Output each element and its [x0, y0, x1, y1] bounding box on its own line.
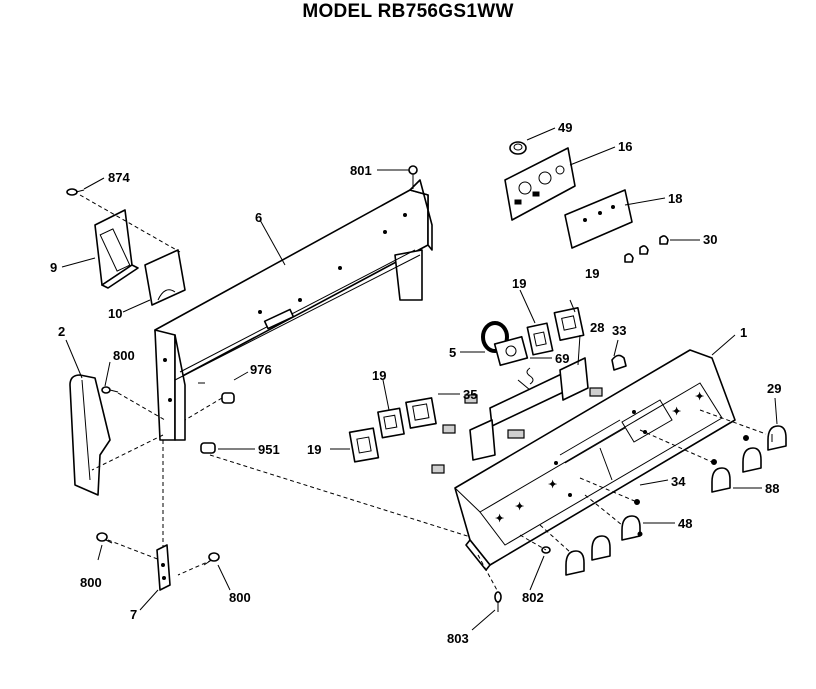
callout-69: 69 [555, 351, 569, 366]
callout-48: 48 [678, 516, 692, 531]
part-5-infinite-switch [481, 321, 529, 367]
callout-803: 803 [447, 631, 469, 646]
part-88-knobs [711, 435, 762, 493]
leader-lines [61, 127, 778, 631]
callout-800-c: 800 [229, 590, 251, 605]
callout-28: 28 [590, 320, 604, 335]
part-16-clock-module [504, 147, 576, 221]
part-48-knobs [565, 515, 643, 576]
part-801-screw [408, 165, 418, 185]
callout-49: 49 [558, 120, 572, 135]
callout-10: 10 [108, 306, 122, 321]
part-19-switch-top-left [526, 322, 554, 356]
svg-text:✦: ✦ [548, 479, 557, 491]
part-951-clip [200, 442, 216, 454]
callout-18: 18 [668, 191, 682, 206]
part-976-clip [221, 392, 235, 404]
part-29-knob [767, 425, 787, 451]
part-6-backguard [154, 179, 433, 441]
part-30-buttons [624, 235, 669, 263]
part-800-screw-a [101, 386, 119, 394]
callout-19-d: 19 [307, 442, 321, 457]
model-title: MODEL RB756GS1WW [302, 1, 514, 22]
callout-801: 801 [350, 163, 372, 178]
part-35-switch [405, 397, 437, 429]
callout-35: 35 [463, 387, 477, 402]
part-7-bracket [156, 544, 171, 591]
callout-976: 976 [250, 362, 272, 377]
part-19-switch-left [348, 427, 380, 463]
callout-2: 2 [58, 324, 65, 339]
callout-874: 874 [108, 170, 130, 185]
callout-9: 9 [50, 260, 57, 275]
part-874-screw [66, 188, 85, 196]
part-9-bracket [94, 209, 139, 289]
part-1-control-panel: ✦ ✦ ✦ ✦ ✦ [454, 349, 736, 571]
callout-16: 16 [618, 139, 632, 154]
part-10-bracket [144, 249, 186, 306]
part-2-endcap [69, 374, 111, 496]
callout-30: 30 [703, 232, 717, 247]
callout-19-a: 19 [512, 276, 526, 291]
callout-33: 33 [612, 323, 626, 338]
part-69-wire-clip [517, 367, 534, 391]
callout-88: 88 [765, 481, 779, 496]
part-49-knob-cap [509, 141, 527, 155]
part-19-switch-top-right [553, 307, 585, 341]
part-800-screw-c [203, 552, 220, 566]
small-clips [431, 354, 627, 474]
callout-802: 802 [522, 590, 544, 605]
svg-text:✦: ✦ [515, 501, 524, 513]
part-800-screw-b [96, 532, 113, 544]
part-803-screw [494, 591, 502, 612]
part-28-bracket [469, 357, 589, 461]
part-18-clock-overlay [564, 189, 633, 249]
callout-800-a: 800 [113, 348, 135, 363]
callout-labels: 874 9 10 6 801 49 16 18 30 2 800 976 19 … [50, 120, 781, 646]
callout-5: 5 [449, 345, 456, 360]
callout-6: 6 [255, 210, 262, 225]
callout-7: 7 [130, 607, 137, 622]
callout-1: 1 [740, 325, 747, 340]
callout-34: 34 [671, 474, 686, 489]
part-19-switch-mid [377, 407, 405, 439]
part-34-screw [634, 499, 640, 505]
callout-19-b: 19 [585, 266, 599, 281]
svg-text:✦: ✦ [495, 513, 504, 525]
svg-text:✦: ✦ [672, 406, 681, 418]
callout-19-c: 19 [372, 368, 386, 383]
callout-800-b: 800 [80, 575, 102, 590]
callout-29: 29 [767, 381, 781, 396]
callout-951: 951 [258, 442, 280, 457]
svg-text:✦: ✦ [695, 391, 704, 403]
